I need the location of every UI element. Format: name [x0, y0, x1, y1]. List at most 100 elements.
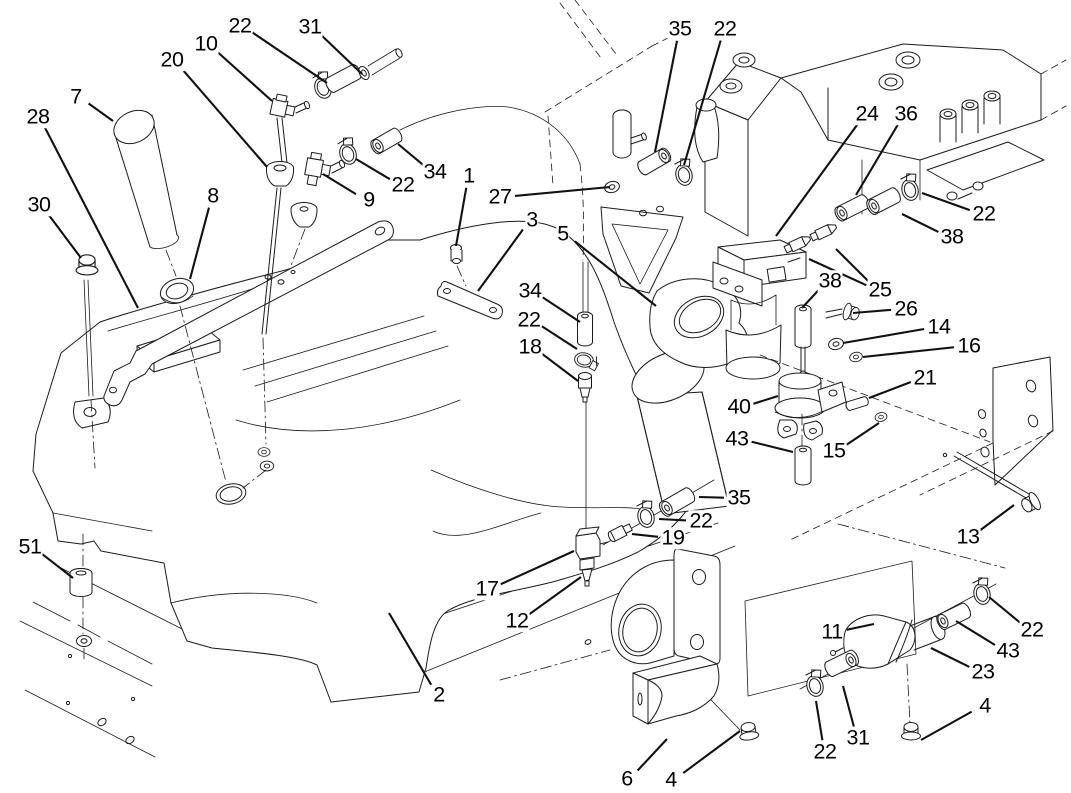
fuel-line-top: [309, 48, 601, 403]
fitting-18: [578, 372, 592, 403]
leader-line-34: [397, 143, 424, 166]
leader-line-4: [920, 710, 973, 741]
leader-line-5: [574, 240, 657, 307]
engine-block: [612, 43, 1045, 237]
leader-line-11: [846, 622, 875, 631]
callout-11: 11: [820, 619, 844, 644]
callout-8: 8: [206, 183, 220, 208]
air-duct-elbow: [649, 278, 749, 368]
tank-handle: [113, 109, 227, 483]
callout-30: 30: [26, 192, 52, 217]
callout-17: 17: [474, 576, 500, 601]
callout-21: 21: [912, 365, 938, 390]
leader-line-9: [322, 173, 357, 195]
leader-line-16: [862, 346, 955, 359]
callout-28: 28: [25, 104, 51, 129]
filter-band-23: [887, 619, 913, 665]
bracket-6: [632, 655, 760, 742]
leader-line-31: [841, 685, 855, 727]
callout-31: 31: [297, 14, 323, 39]
barb-fitting-25b: [809, 224, 838, 242]
barb-fitting-25a: [783, 236, 812, 254]
leader-line-8: [188, 207, 211, 280]
callout-22: 22: [971, 201, 997, 226]
leader-line-7: [87, 102, 114, 122]
shutoff-valve-assembly: [575, 399, 715, 587]
leader-line-22: [988, 596, 1021, 624]
bolt-30: [75, 254, 99, 469]
leader-line-22: [541, 325, 578, 350]
leader-line-27: [514, 185, 611, 197]
leader-line-36: [855, 123, 900, 196]
leader-line-28: [44, 127, 139, 309]
leader-line-2: [388, 612, 433, 686]
pin-21: [845, 396, 869, 411]
leader-line-3: [477, 228, 524, 292]
leader-line-43: [751, 440, 794, 454]
leader-line-18: [541, 353, 579, 382]
leader-line-26: [852, 308, 892, 315]
hose-a: [325, 64, 362, 93]
leader-line-25: [835, 248, 870, 283]
callout-24: 24: [854, 101, 880, 126]
callout-12: 12: [504, 608, 530, 633]
leader-line-24: [775, 122, 859, 237]
leader-line-31: [320, 34, 363, 75]
callout-13: 13: [955, 524, 981, 549]
callout-35: 35: [667, 16, 693, 41]
callout-34: 34: [517, 278, 543, 303]
leader-line-4: [682, 730, 741, 774]
leader-line-35: [653, 40, 679, 153]
bolt-26: [825, 301, 862, 324]
screw-1-strap-3: [436, 244, 503, 320]
leader-line-13: [979, 504, 1015, 531]
leader-line-22: [682, 40, 722, 166]
callout-22: 22: [1019, 617, 1045, 642]
callout-22: 22: [390, 172, 416, 197]
callout-31: 31: [845, 725, 871, 750]
tube-34-line: [577, 311, 593, 347]
leader-line-35: [698, 495, 725, 499]
leader-line-17: [500, 550, 575, 586]
callout-3: 3: [525, 207, 539, 232]
leader-line-34: [542, 296, 581, 323]
callout-18: 18: [517, 334, 543, 359]
callout-4: 4: [978, 693, 992, 718]
leader-line-19: [631, 532, 659, 538]
leader-line-22: [355, 158, 391, 181]
callout-23: 23: [970, 659, 996, 684]
callout-43: 43: [995, 638, 1021, 663]
callout-19: 19: [660, 525, 686, 550]
leader-line-40: [753, 394, 779, 405]
callout-38: 38: [817, 268, 843, 293]
callout-36: 36: [893, 101, 919, 126]
dipstick: [242, 93, 311, 489]
callout-38: 38: [939, 224, 965, 249]
callout-20: 20: [159, 47, 185, 72]
callout-22: 22: [227, 13, 253, 38]
filter-body: [843, 614, 916, 669]
bolt-13: [953, 451, 1044, 517]
leader-line-15: [846, 422, 880, 446]
leader-line-38: [801, 288, 820, 309]
mounting-strap: [103, 220, 394, 407]
callout-5: 5: [556, 221, 570, 246]
leader-line-22: [251, 31, 328, 84]
callout-34: 34: [422, 159, 448, 184]
callout-25: 25: [867, 277, 893, 302]
callout-9: 9: [362, 187, 376, 212]
frame-plate-right: [789, 356, 1054, 569]
leader-line-20: [181, 68, 268, 168]
fitting-19: [607, 523, 633, 543]
callout-16: 16: [956, 333, 982, 358]
callout-22: 22: [688, 508, 714, 533]
callout-22: 22: [712, 16, 738, 41]
leader-line-22: [814, 700, 824, 741]
callout-4: 4: [664, 767, 678, 792]
leader-line-38: [901, 213, 939, 233]
leader-line-43: [955, 620, 996, 646]
callout-40: 40: [726, 394, 752, 419]
leader-line-30: [47, 213, 82, 259]
